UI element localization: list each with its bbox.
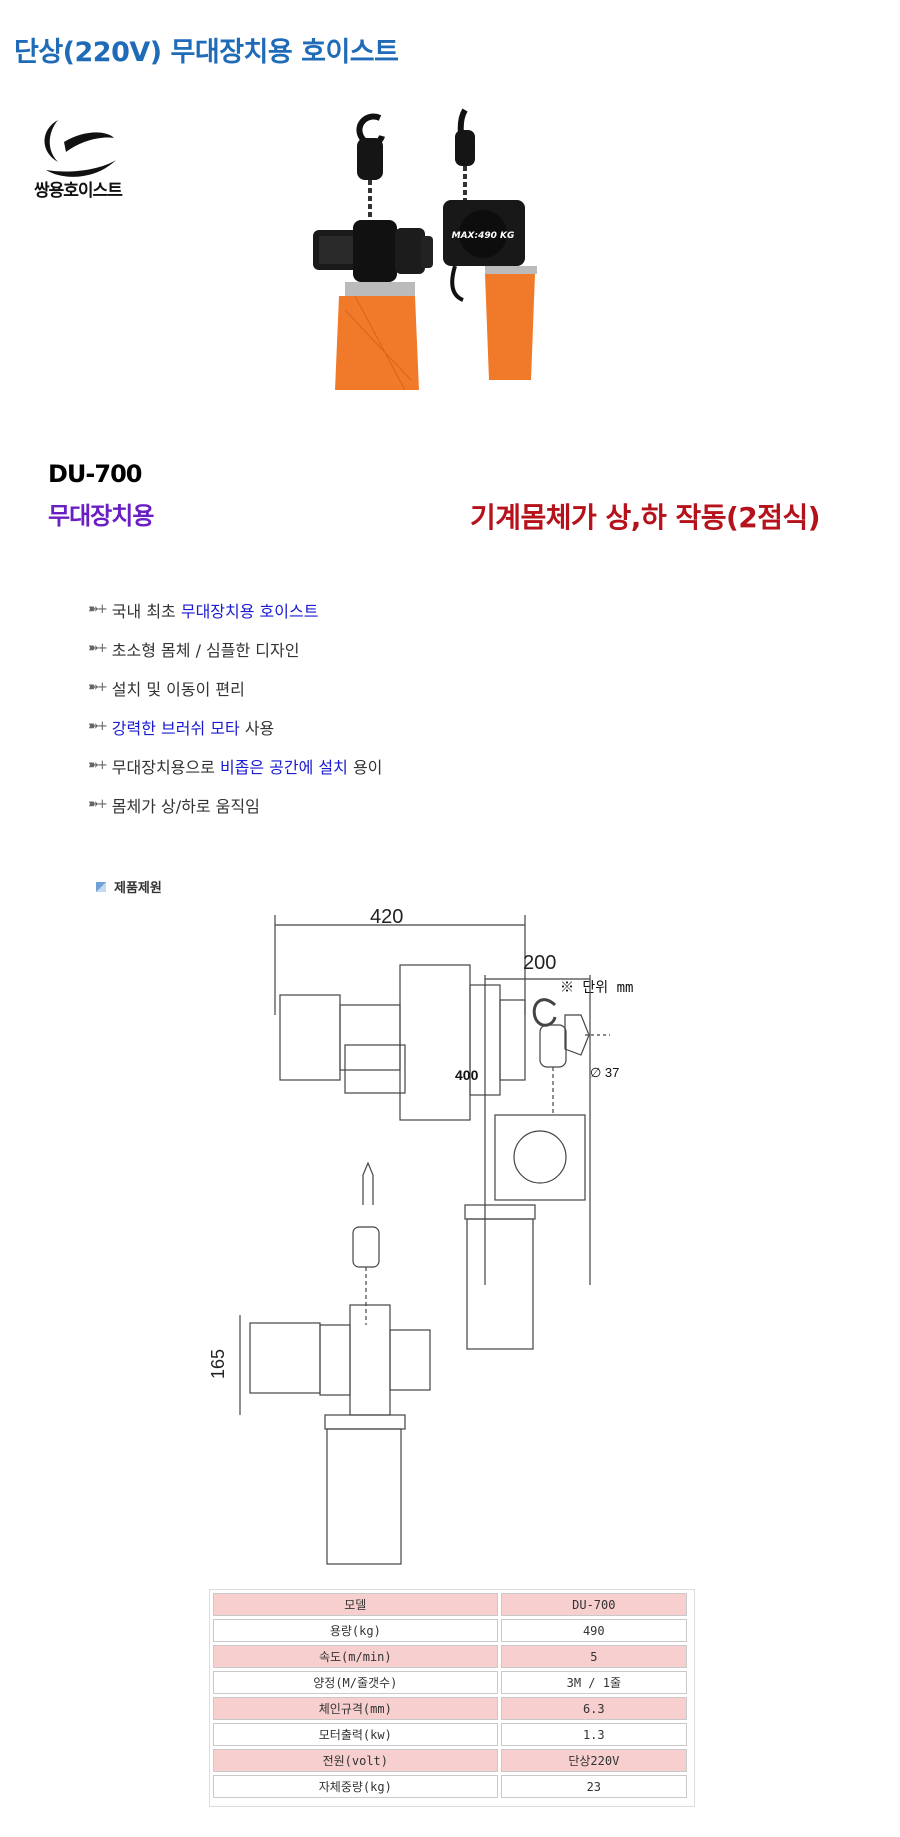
feature-item: ➽+설치 및 이동이 편리: [88, 668, 788, 707]
feature-text: 몸체가 상/하로 움직임: [111, 796, 260, 816]
spec-row: 자체중량(kg)23: [213, 1775, 687, 1798]
spec-row: 용량(kg)490: [213, 1619, 687, 1642]
feature-highlight: 비좁은 공간에 설치: [219, 757, 348, 777]
spec-value: 1.3: [500, 1723, 687, 1746]
spec-value: DU-700: [500, 1593, 687, 1616]
arrow-bullet-icon: ➽+: [88, 797, 108, 812]
spec-value: 23: [500, 1775, 687, 1798]
spec-row: 모터출력(kw)1.3: [213, 1723, 687, 1746]
spec-value: 단상220V: [500, 1749, 687, 1772]
spec-label: 양정(M/줄갯수): [213, 1671, 498, 1694]
feature-text: 설치 및 이동이 편리: [111, 679, 245, 699]
spec-row: 체인규격(mm)6.3: [213, 1697, 687, 1720]
spec-value: 5: [500, 1645, 687, 1668]
dim-side: 200: [523, 952, 556, 974]
feature-item: ➽+몸체가 상/하로 움직임: [88, 785, 788, 824]
spec-row: 양정(M/줄갯수)3M / 1줄: [213, 1671, 687, 1694]
logo-text: 쌍용호이스트: [34, 181, 123, 201]
spec-label: 자체중량(kg): [213, 1775, 498, 1798]
feature-item: ➽+국내 최초 무대장치용 호이스트: [88, 590, 788, 629]
technical-drawing: 420 ※ 단위 mm ∅ 37 165 200 400: [208, 906, 633, 1565]
feature-list: ➽+국내 최초 무대장치용 호이스트➽+초소형 몸체 / 심플한 디자인➽+설치…: [88, 590, 788, 824]
feature-text: 용이: [347, 757, 383, 777]
feature-text: 사용: [239, 718, 275, 738]
feature-text: 국내 최초: [111, 601, 181, 621]
brand-logo: [44, 120, 116, 177]
feature-item: ➽+초소형 몸체 / 심플한 디자인: [88, 629, 788, 668]
spec-label: 용량(kg): [213, 1619, 498, 1642]
spec-value: 3M / 1줄: [500, 1671, 687, 1694]
page-title: 단상(220V) 무대장치용 호이스트: [14, 37, 399, 68]
arrow-bullet-icon: ➽+: [88, 719, 108, 734]
spec-table-frame: [209, 1589, 695, 1807]
feature-highlight: 무대장치용 호이스트: [180, 601, 319, 621]
arrow-bullet-icon: ➽+: [88, 641, 108, 656]
product-photo: MAX:490 KG: [313, 108, 537, 391]
spec-label: 속도(m/min): [213, 1645, 498, 1668]
spec-label: 체인규격(mm): [213, 1697, 498, 1720]
feature-highlight: 강력한 브러쉬 모타: [111, 718, 240, 738]
feature-item: ➽+무대장치용으로 비좁은 공간에 설치 용이: [88, 746, 788, 785]
capacity-label: MAX:490 KG: [452, 231, 515, 241]
spec-label: 전원(volt): [213, 1749, 498, 1772]
arrow-bullet-icon: ➽+: [88, 758, 108, 773]
model-name: DU-700: [48, 460, 142, 488]
spec-row: 속도(m/min)5: [213, 1645, 687, 1668]
unit-note: ※ 단위 mm: [560, 980, 633, 996]
spec-row: 전원(volt)단상220V: [213, 1749, 687, 1772]
model-usage: 무대장치용: [48, 502, 154, 530]
arrow-bullet-icon: ➽+: [88, 602, 108, 617]
dim-body: 165: [208, 1349, 228, 1379]
spec-section-label: 제품제원: [114, 881, 162, 896]
spec-label: 모델: [213, 1593, 498, 1616]
spec-value: 6.3: [500, 1697, 687, 1720]
spec-section-title: 제품제원: [96, 877, 162, 896]
spec-value: 490: [500, 1619, 687, 1642]
feature-text: 초소형 몸체 / 심플한 디자인: [111, 640, 300, 660]
dim-width: 420: [370, 906, 403, 928]
arrow-bullet-icon: ➽+: [88, 680, 108, 695]
spec-label: 모터출력(kw): [213, 1723, 498, 1746]
feature-item: ➽+강력한 브러쉬 모타 사용: [88, 707, 788, 746]
square-bullet-icon: [96, 881, 106, 892]
feature-text: 무대장치용으로: [111, 757, 220, 777]
hook-diameter: ∅ 37: [590, 1065, 619, 1080]
motion-note: 기계몸체가 상,하 작동(2점식): [470, 501, 821, 534]
dim-height: 400: [455, 1067, 479, 1083]
